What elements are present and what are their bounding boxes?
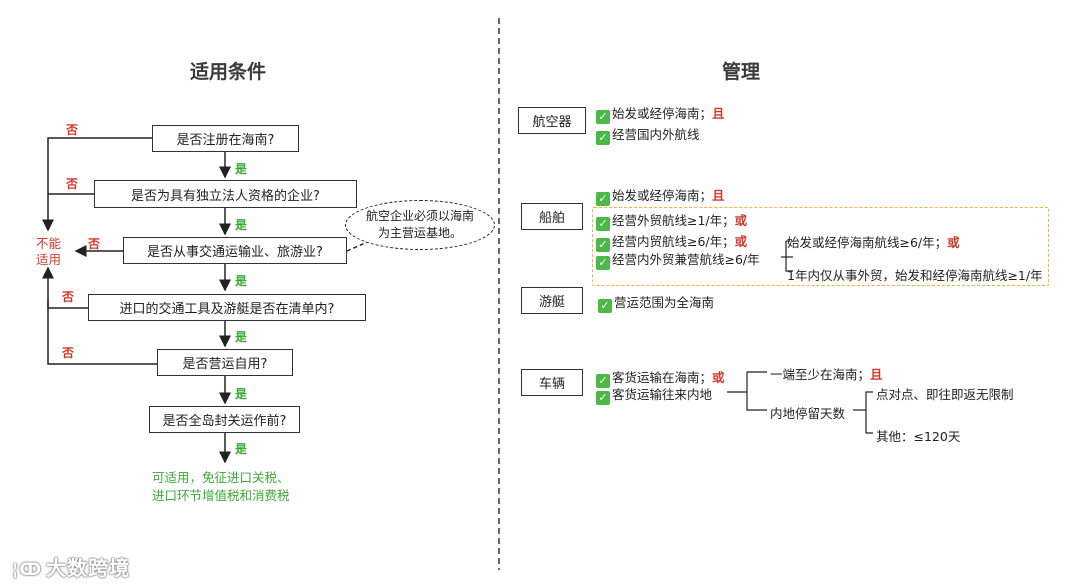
check-icon: ✓	[596, 391, 610, 405]
aircraft-condition-2: ✓经营国内外航线	[596, 124, 700, 145]
note-oval: 航空企业必须以海南 为主营运基地。	[345, 200, 495, 250]
ship-condition-2: ✓经营外贸航线≥1/年；或	[596, 210, 747, 231]
ship-label-box: 船舶	[521, 203, 583, 230]
yes-label: 是	[235, 330, 248, 344]
check-icon: ✓	[596, 131, 610, 145]
question-before-island-closure: 是否全岛封关运作前?	[149, 406, 300, 433]
yes-label: 是	[235, 218, 248, 232]
vehicle-sub-condition-3a: 点对点、即往即返无限制	[876, 387, 1014, 402]
question-registered-hainan: 是否注册在海南?	[152, 125, 299, 152]
vehicle-sub-condition-1: 一端至少在海南；且	[770, 367, 883, 382]
check-icon: ✓	[596, 217, 610, 231]
left-section-title: 适用条件	[190, 61, 267, 83]
no-label: 否	[88, 237, 101, 251]
vehicle-condition-2: ✓客货运输往来内地	[596, 384, 712, 405]
check-icon: ✓	[596, 110, 610, 124]
no-label: 否	[66, 123, 79, 137]
ship-condition-1: ✓始发或经停海南；且	[596, 185, 725, 206]
yes-label: 是	[235, 442, 248, 456]
yacht-condition-1: ✓营运范围为全海南	[598, 292, 714, 313]
not-applicable-label: 不能 适用	[36, 236, 62, 267]
vehicle-label-box: 车辆	[521, 369, 583, 396]
no-label: 否	[62, 346, 75, 360]
right-section-title: 管理	[722, 61, 761, 83]
aircraft-condition-1: ✓始发或经停海南；且	[596, 103, 725, 124]
ship-sub-condition-2: 1年内仅从事外贸，始发和经停海南航线≥1/年	[787, 268, 1043, 283]
question-transport-tourism: 是否从事交通运输业、旅游业?	[123, 237, 347, 264]
yacht-label-box: 游艇	[521, 287, 583, 314]
question-vehicle-in-list: 进口的交通工具及游艇是否在清单内?	[88, 294, 366, 321]
yes-label: 是	[235, 274, 248, 288]
question-self-use-operation: 是否营运自用?	[157, 349, 293, 376]
check-icon: ✓	[596, 256, 610, 270]
no-label: 否	[62, 290, 75, 304]
vehicle-sub-condition-2: 内地停留天数	[770, 406, 846, 421]
check-icon: ✓	[596, 374, 610, 388]
aircraft-label-box: 航空器	[518, 107, 586, 134]
vehicle-sub-condition-3b: 其他：≤120天	[876, 429, 961, 444]
watermark-logo-icon: ¦ↀ	[12, 560, 43, 580]
ship-sub-condition-1: 始发或经停海南航线≥6/年；或	[787, 235, 960, 250]
yes-label: 是	[235, 387, 248, 401]
question-independent-legal-entity: 是否为具有独立法人资格的企业?	[94, 180, 357, 208]
result-applicable: 可适用，免征进口关税、 进口环节增值税和消费税	[152, 470, 290, 503]
check-icon: ✓	[598, 299, 612, 313]
no-label: 否	[66, 177, 79, 191]
ship-options-dashed-box	[592, 207, 1049, 286]
vehicle-condition-1: ✓客货运输在海南；或	[596, 367, 725, 388]
ship-condition-4: ✓经营内外贸兼营航线≥6/年	[596, 249, 760, 270]
check-icon: ✓	[596, 238, 610, 252]
ship-condition-3: ✓经营内贸航线≥6/年；或	[596, 231, 747, 252]
yes-label: 是	[235, 162, 248, 176]
check-icon: ✓	[596, 192, 610, 206]
